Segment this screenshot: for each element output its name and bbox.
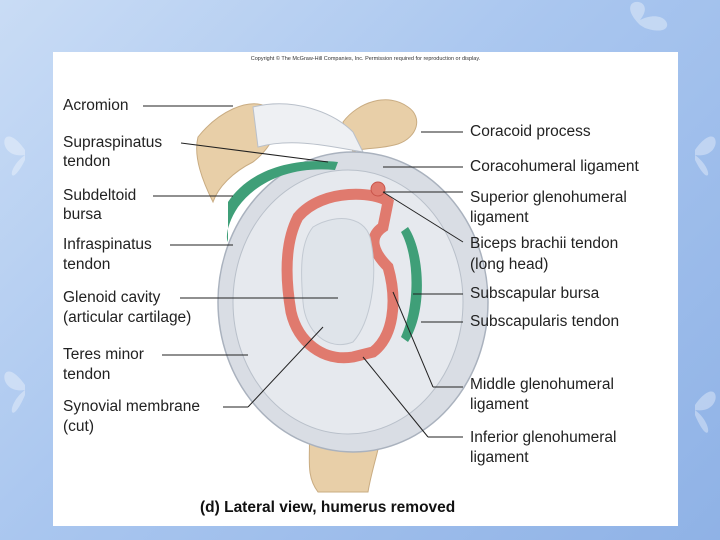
label-infraspinatus-line1: Infraspinatus (63, 236, 152, 254)
label-subdeltoid-line1: Subdeltoid (63, 187, 136, 205)
label-teres-line1: Teres minor (63, 346, 144, 364)
label-inferior-line2: ligament (470, 449, 529, 467)
glenoid-cavity (302, 219, 374, 345)
butterfly-decoration-icon (675, 360, 720, 450)
label-supraspinatus-line2: tendon (63, 153, 110, 171)
label-acromion: Acromion (63, 97, 128, 115)
butterfly-decoration-icon (0, 110, 50, 190)
label-infraspinatus-line2: tendon (63, 256, 110, 274)
label-coracoid: Coracoid process (470, 123, 591, 141)
label-middle-line1: Middle glenohumeral (470, 376, 614, 394)
label-synovial-line1: Synovial membrane (63, 398, 200, 416)
label-inferior-line1: Inferior glenohumeral (470, 429, 616, 447)
label-middle-line2: ligament (470, 396, 529, 414)
label-biceps-line2: (long head) (470, 256, 548, 274)
label-supraspinatus-line1: Supraspinatus (63, 134, 162, 152)
butterfly-decoration-icon (600, 0, 680, 50)
biceps-tendon-origin (371, 182, 385, 196)
butterfly-decoration-icon (0, 340, 50, 430)
coracoacromial-ligament (253, 104, 363, 152)
label-subscapular-bursa: Subscapular bursa (470, 285, 599, 303)
label-subscapularis: Subscapularis tendon (470, 313, 619, 331)
figure-caption: (d) Lateral view, humerus removed (200, 499, 455, 517)
slide-content: Copyright © The McGraw-Hill Companies, I… (53, 52, 678, 526)
label-glenoid-line1: Glenoid cavity (63, 289, 160, 307)
label-glenoid-line2: (articular cartilage) (63, 309, 191, 327)
butterfly-decoration-icon (675, 110, 720, 190)
label-superior-line1: Superior glenohumeral (470, 189, 627, 207)
label-superior-line2: ligament (470, 209, 529, 227)
label-synovial-line2: (cut) (63, 418, 94, 436)
label-biceps-line1: Biceps brachii tendon (470, 235, 618, 253)
label-teres-line2: tendon (63, 366, 110, 384)
label-subdeltoid-line2: bursa (63, 206, 102, 224)
label-coracohumeral: Coracohumeral ligament (470, 158, 639, 176)
